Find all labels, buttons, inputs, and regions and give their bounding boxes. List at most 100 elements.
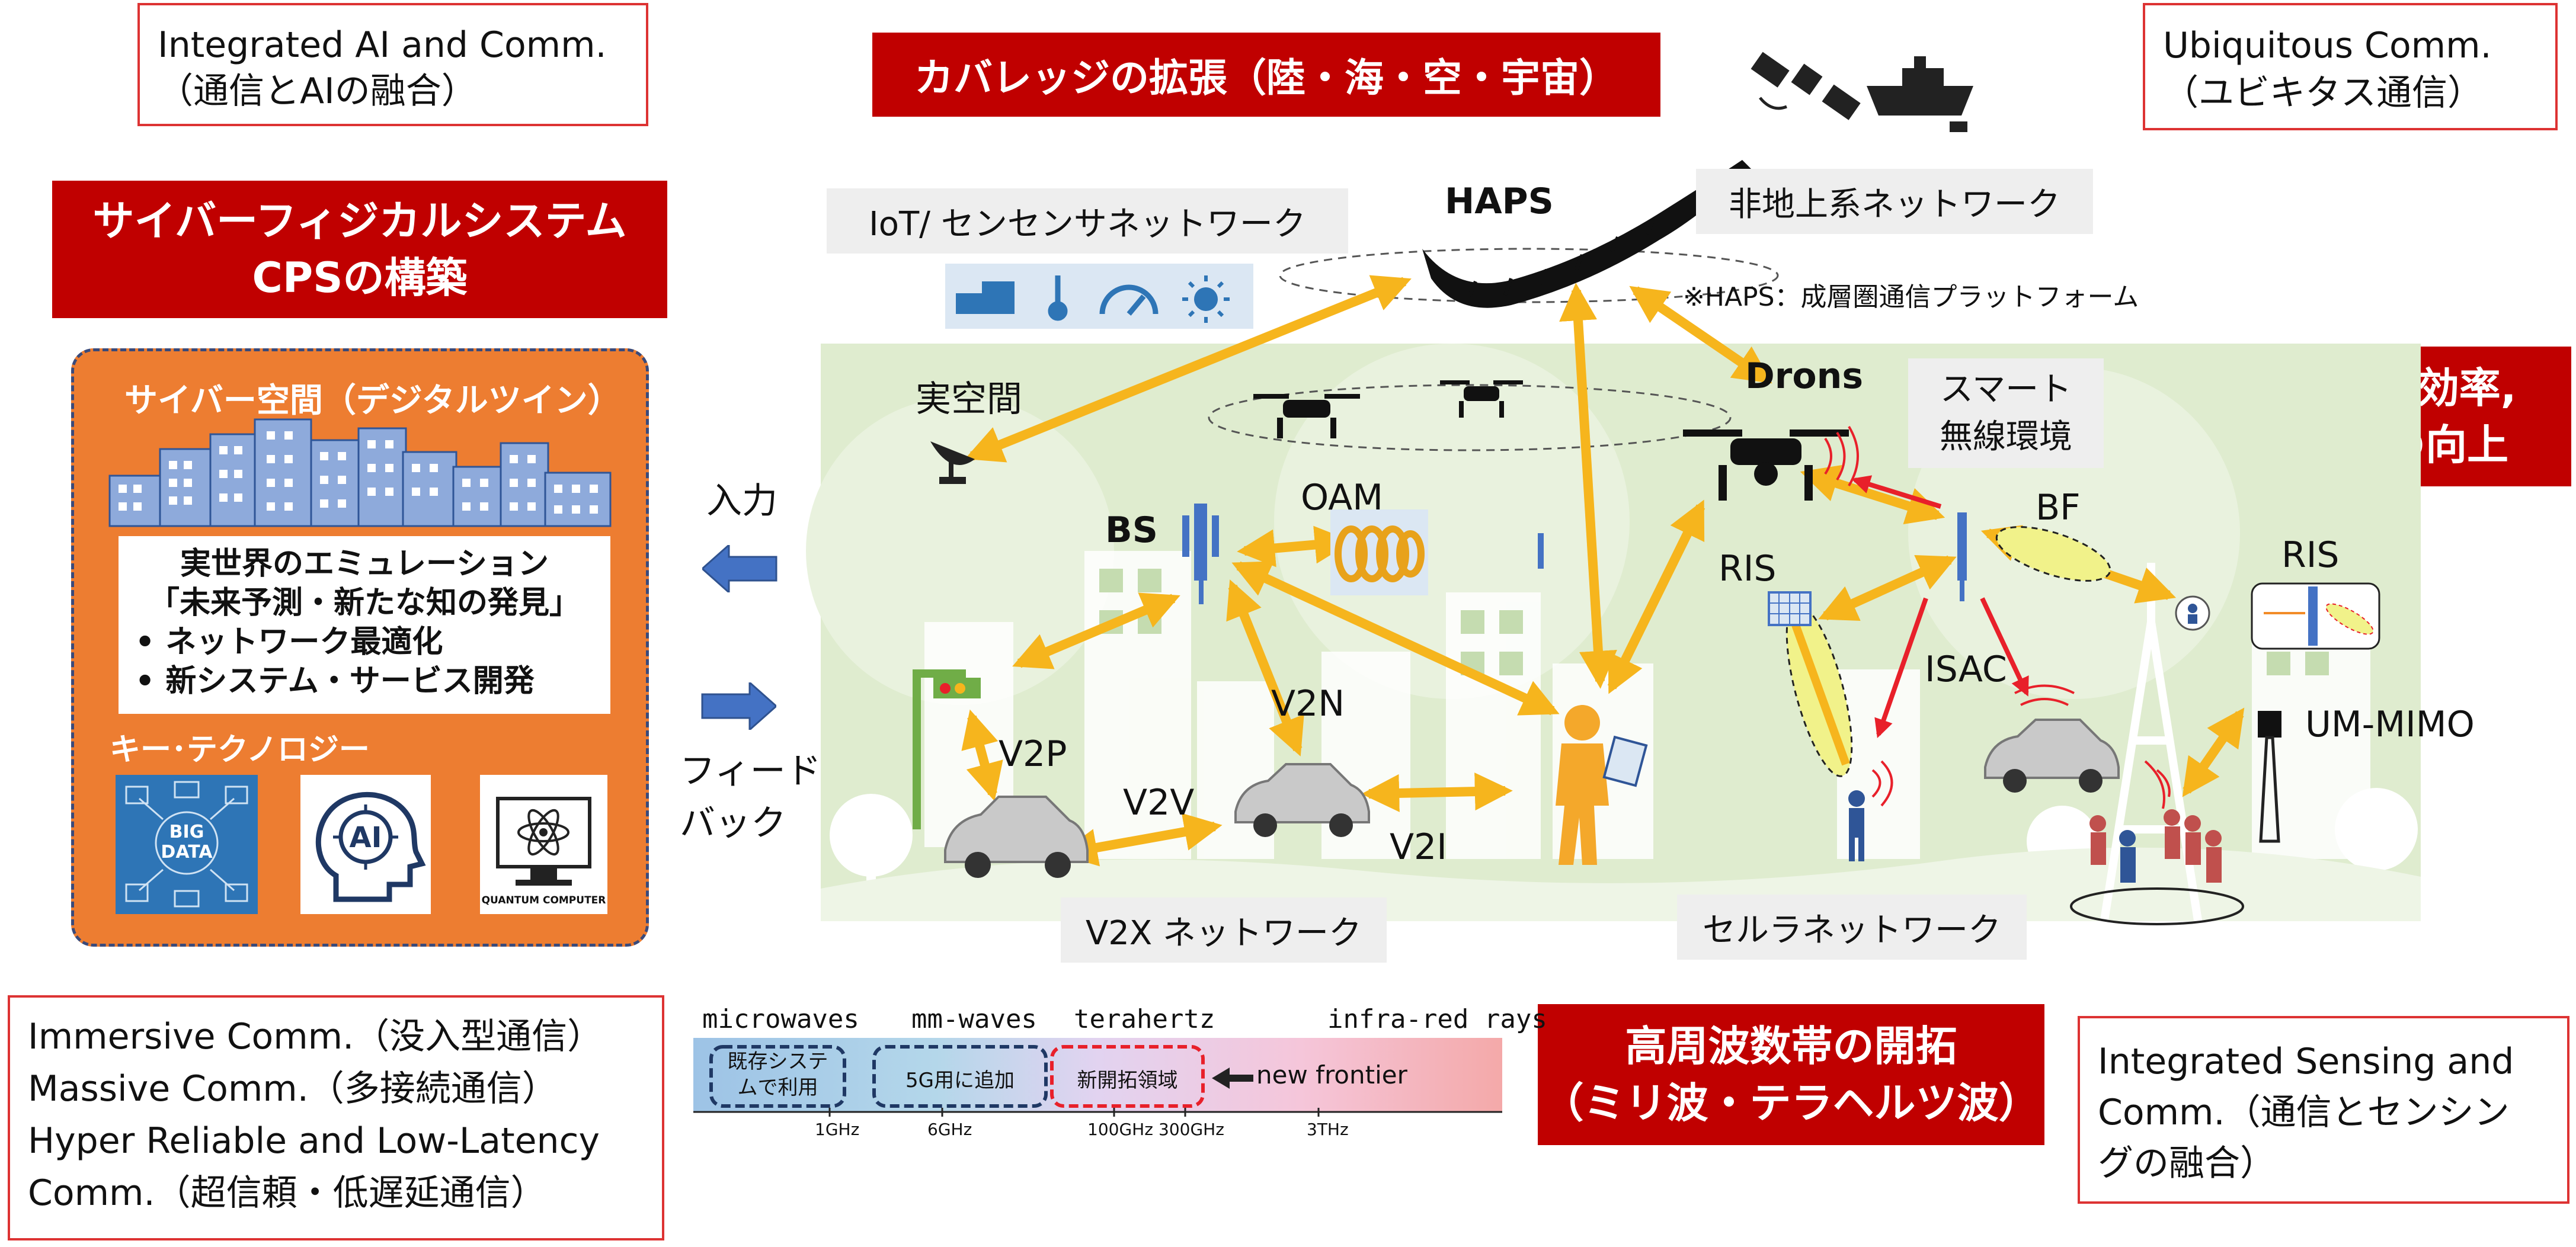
v2p-label: V2P <box>999 733 1067 775</box>
um-mimo-antenna-icon <box>2258 711 2281 843</box>
thermometer-icon <box>1048 275 1068 321</box>
bf-beam <box>1995 526 2111 582</box>
band-microwaves: microwaves <box>702 1004 859 1034</box>
big-data-tile: BIG DATA <box>116 775 258 914</box>
tick-300ghz: 300GHz <box>1159 1120 1224 1139</box>
immersive-line1: Immersive Comm.（没入型通信） <box>28 1016 603 1057</box>
cyber-space-panel: サイバー空間（デジタルツイン） 実世界 <box>71 348 649 947</box>
dish-antenna-icon <box>930 441 975 484</box>
cyber-space-title: サイバー空間（デジタルツイン） <box>124 382 621 420</box>
ris-inset <box>2251 582 2380 650</box>
ubiquitous-line2: （ユビキタス通信） <box>2163 72 2483 114</box>
people-signal <box>2144 760 2171 809</box>
band-infrared: infra-red rays <box>1327 1004 1547 1034</box>
feedback-line1: フィード <box>680 751 821 792</box>
spectrum-chart <box>693 1038 1502 1117</box>
tick-3thz: 3THz <box>1307 1120 1349 1139</box>
immersive-line4: Comm.（超信頼・低遅延通信） <box>28 1172 546 1214</box>
people-group-icon <box>2070 809 2244 925</box>
ris-label-2: RIS <box>2281 534 2340 576</box>
v2x-network-label: V2X ネットワーク <box>1061 897 1387 963</box>
drone-small-2 <box>1440 380 1523 418</box>
smart-antenna-icon <box>1957 512 1967 601</box>
isac-person-icon <box>1848 790 1865 861</box>
coverage-banner: カバレッジの拡張（陸・海・空・宇宙） <box>872 33 1660 117</box>
yellow-links <box>961 275 2245 867</box>
integrated-ai-box: Integrated AI and Comm. （通信とAIの融合） <box>137 3 648 126</box>
high-freq-line2: （ミリ波・テラヘルツ波） <box>1542 1079 2040 1127</box>
bf-label: BF <box>2036 487 2081 528</box>
coverage-text: カバレッジの拡張（陸・海・空・宇宙） <box>914 55 1618 101</box>
high-freq-line1: 高周波数帯の開拓 <box>1625 1022 1957 1070</box>
quantum-text: QUANTUM COMPUTER <box>481 895 606 906</box>
drone-signal <box>1824 425 1859 487</box>
high-freq-banner: 高周波数帯の開拓 （ミリ波・テラヘルツ波） <box>1538 1004 2044 1145</box>
car-1 <box>944 796 1089 878</box>
spectrum-box-5g: 5G用に追加 <box>905 1069 1015 1092</box>
gauge-icon <box>1099 284 1159 316</box>
emulation-line2: 「未来予測・新たな知の発見」 <box>148 585 580 621</box>
ai-tile: AI <box>300 775 431 914</box>
city-skyline-icon <box>108 418 612 527</box>
v2i-label: V2I <box>1390 826 1447 868</box>
feedback-line2: バック <box>680 803 786 844</box>
big-data-icon <box>125 781 248 908</box>
car-3 <box>1984 719 2120 793</box>
haps-orbit <box>1279 248 1779 303</box>
haps-label: HAPS <box>1445 181 1554 222</box>
cellular-network-label: セルラネットワーク <box>1677 895 2027 960</box>
tick-1ghz: 1GHz <box>815 1120 860 1139</box>
drons-label: Drons <box>1745 355 1864 397</box>
integrated-ai-line1: Integrated AI and Comm. <box>158 24 607 66</box>
big-data-text: BIG DATA <box>116 822 258 863</box>
immersive-line3: Hyper Reliable and Low-Latency <box>28 1120 600 1162</box>
isac-box: Integrated Sensing and Comm.（通信とセンシン グの融… <box>2078 1016 2569 1204</box>
v2v-label: V2V <box>1123 782 1195 823</box>
feedback-label: フィード バック <box>680 745 821 850</box>
sensor-device-icon <box>956 281 1015 314</box>
band-terahertz: terahertz <box>1074 1004 1215 1034</box>
key-tech-label: キー･テクノロジー <box>110 732 370 768</box>
um-mimo-label: UM-MIMO <box>2305 704 2475 745</box>
bs-antenna-icon <box>1182 504 1219 604</box>
isac-person-signal <box>1871 760 1893 807</box>
iot-label: IoT/ センセンサネットワーク <box>827 188 1348 254</box>
ai-text: AI <box>349 821 382 854</box>
satellite-icon <box>1751 52 1861 120</box>
emulation-box: 実世界のエミュレーション 「未来予測・新たな知の発見」 • ネットワーク最適化 … <box>119 536 610 714</box>
emulation-line4: • 新システム・サービス開発 <box>135 663 535 699</box>
existing-line1: 既存システ <box>727 1050 828 1073</box>
car-3-signal <box>2014 684 2075 706</box>
traffic-light-icon <box>913 669 981 829</box>
person-tablet-icon <box>1556 705 1648 865</box>
smart-radio-label: スマート 無線環境 <box>1908 358 2104 468</box>
small-antenna-icon <box>1538 533 1544 569</box>
ris-panel-1 <box>1768 591 1812 626</box>
oam-label: OAM <box>1301 477 1383 518</box>
ubiquitous-line1: Ubiquitous Comm. <box>2163 25 2492 66</box>
isac-box-line3: グの融合） <box>2098 1143 2276 1184</box>
haps-plane-icon <box>1422 160 1751 308</box>
smart-line1: スマート <box>1940 370 2072 409</box>
user-inset-icon <box>2175 595 2210 631</box>
ris-label-1: RIS <box>1719 548 1777 589</box>
isac-box-line1: Integrated Sensing and <box>2098 1041 2514 1082</box>
red-links <box>1851 475 2029 739</box>
sun-icon <box>1194 287 1218 311</box>
haps-note: ※HAPS：成層圏通信プラットフォーム <box>1683 282 2139 312</box>
ai-head-icon <box>315 791 426 902</box>
real-space-label: 実空間 <box>916 379 1022 420</box>
ship-icon <box>1867 56 1973 132</box>
emulation-line1: 実世界のエミュレーション <box>180 546 549 582</box>
immersive-box: Immersive Comm.（没入型通信） Massive Comm.（多接続… <box>8 995 664 1240</box>
non-terrestrial-label: 非地上系ネットワーク <box>1696 169 2093 234</box>
v2n-label: V2N <box>1271 683 1345 725</box>
quantum-tile: QUANTUM COMPUTER <box>480 775 607 914</box>
isac-box-line2: Comm.（通信とセンシン <box>2098 1092 2510 1133</box>
smart-line2: 無線環境 <box>1940 417 2072 456</box>
big-data-line2: DATA <box>161 842 213 863</box>
drone-large <box>1683 429 1849 501</box>
big-data-line1: BIG <box>169 822 204 842</box>
car-2 <box>1234 763 1370 837</box>
feedback-arrow-icon <box>701 682 776 730</box>
